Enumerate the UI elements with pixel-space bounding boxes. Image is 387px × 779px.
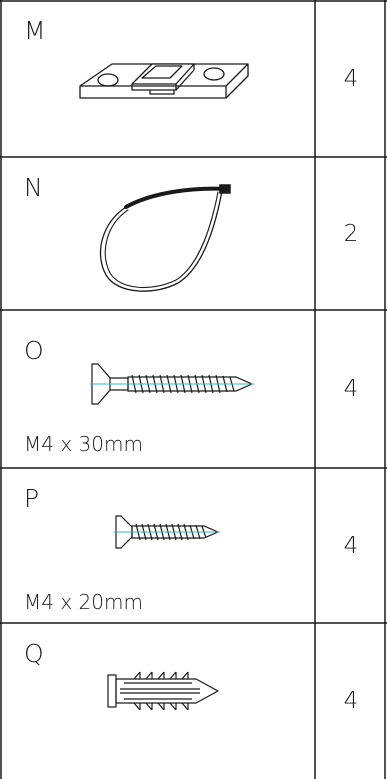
- part-cell: P: [0, 468, 315, 623]
- part-quantity: 2: [343, 220, 359, 247]
- part-row-o: O: [0, 310, 387, 468]
- part-cell: M: [0, 0, 315, 157]
- part-quantity: 4: [343, 688, 359, 714]
- part-letter: P: [24, 484, 40, 513]
- part-spec: M4 x 30mm: [24, 432, 143, 456]
- part-letter: Q: [24, 639, 44, 668]
- part-row-p: P: [0, 468, 387, 623]
- part-cell: N: [0, 157, 315, 310]
- long-screw-icon: [90, 363, 254, 405]
- part-spec: M4 x 20mm: [24, 590, 143, 614]
- part-quantity: 4: [343, 532, 359, 559]
- part-row-n: N 2: [0, 157, 387, 310]
- wall-plug-icon: [107, 671, 219, 711]
- part-cell: Q: [0, 623, 315, 779]
- part-cell: O: [0, 310, 315, 468]
- part-quantity: 4: [343, 376, 359, 402]
- strap-clip-icon: [79, 63, 249, 99]
- part-letter: M: [24, 16, 46, 45]
- cable-tie-icon: [99, 184, 231, 292]
- part-row-m: M: [0, 0, 387, 157]
- part-row-q: Q 4: [0, 623, 387, 779]
- part-letter: O: [24, 336, 44, 365]
- part-quantity: 4: [343, 65, 359, 92]
- part-letter: N: [24, 173, 43, 202]
- short-screw-icon: [114, 515, 220, 549]
